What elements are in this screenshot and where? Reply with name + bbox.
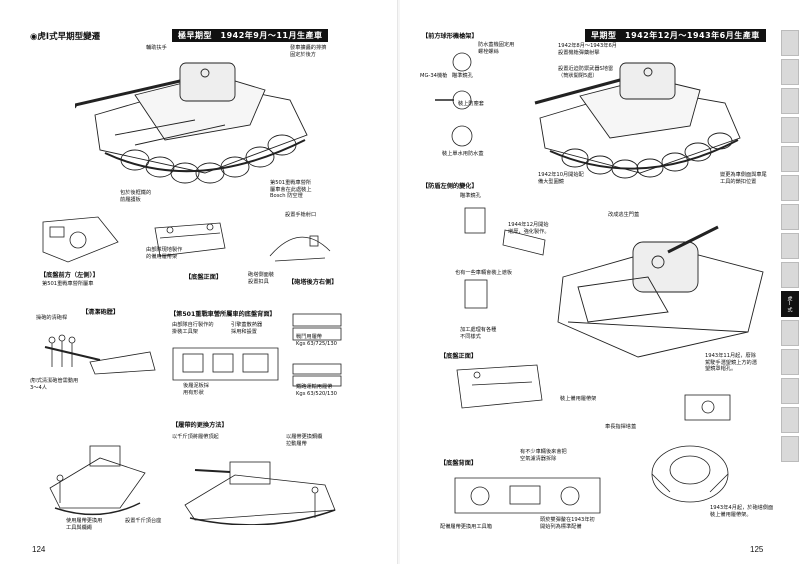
chapter-tab[interactable] <box>781 59 799 85</box>
caption-track-tool: 配備履帶更換用工具箱 <box>440 524 492 530</box>
sub-side-change: 【防盾左側的變化】 <box>422 183 478 190</box>
track-links-drawing <box>292 313 342 387</box>
caption-self-made: 由部隊自行製作的 掛裝工具架 <box>172 322 214 335</box>
caption-tool-note: 使用履帶更換用 工具與纜繩 <box>66 518 103 531</box>
tiger-early-production-drawing <box>534 62 741 179</box>
caption-mg-mount: 瞄準鏡孔 <box>452 73 473 79</box>
chapter-side-tabs: 虎Ⅰ式 <box>781 30 799 465</box>
cupola-drawing <box>651 445 729 503</box>
caption-jack-set: 設置千斤頂台座 <box>125 518 162 524</box>
tiger-top-view-drawing <box>557 225 764 358</box>
right-page-number: 125 <box>750 545 764 554</box>
sub-rear-deck: 【第501重戰車營所屬車的底盤背面】 <box>170 311 276 318</box>
turret-rear-detail-drawing <box>269 235 331 262</box>
rear-deck-drawing <box>172 347 279 381</box>
sub-turret-rear: 【砲塔後方右側】 <box>288 279 338 286</box>
caption-side-a: 也有一些車輛會裝上遮板 <box>455 270 513 276</box>
right-page: 【前方球形機槍架】 早期型 1942年12月～1943年6月生產車 防水蓋機固定… <box>400 0 799 564</box>
caption-apr-note: 1943年4月起，於砲塔側面 裝上備用履帶架。 <box>710 505 774 518</box>
mantlet-side-drawing <box>464 207 546 309</box>
chapter-tab[interactable] <box>781 30 799 56</box>
caption-engine-deck: 引擎蓋散熱器 採用和設置 <box>231 322 263 335</box>
caption-sight-hole: 瞄準鏡孔 <box>460 193 481 199</box>
chapter-tab[interactable] <box>781 204 799 230</box>
caption-side-rack: 砲塔側面裝 設置扣具 <box>248 272 274 285</box>
hull-rear-drawing <box>454 477 601 514</box>
chapter-tab[interactable] <box>781 436 799 462</box>
chapter-tab[interactable] <box>781 378 799 404</box>
sub-hull-rear: 【底盤背面】 <box>440 460 478 467</box>
caption-mg-shield: 裝上單水用防水蓋 <box>442 151 484 157</box>
chapter-tab[interactable] <box>781 88 799 114</box>
left-page: ◉虎Ⅰ式早期型變遷 極早期型 1942年9月～11月生產車 輔助扶手 發車擴醬的… <box>0 0 399 564</box>
ball-mount-details-drawing <box>435 52 473 147</box>
left-banner: 極早期型 1942年9月～11月生產車 <box>172 29 329 42</box>
chassis-left-detail-drawing <box>42 216 119 263</box>
caption-tool-change: 變更為車側面與車尾 工具的鎖扣位置 <box>720 172 767 185</box>
sub-chassis-front: 【底盤正面】 <box>185 274 223 281</box>
caption-gun-note2: 設置近迫防禦武器S地雷 （筒狀開閉5處） <box>558 66 614 79</box>
caption-rear-guard: 後履泥板採 用有形狀 <box>183 383 209 396</box>
caption-rear-note: 有不少車輛後來會把 空氣濾清器拆除 <box>520 449 567 462</box>
chapter-tab[interactable] <box>781 262 799 288</box>
sub-front-mg-mount: 【前方球形機槍架】 <box>422 33 478 40</box>
chapter-tab[interactable] <box>781 407 799 433</box>
caption-gun-note: 1942年8月～1943年6月 設置機槍彈藥射擊 <box>558 43 617 56</box>
sub-chassis-left-note: 第501重戰車營所屬車 <box>42 281 94 287</box>
caption-front-mudguard: 包於後框鐵的 前履護板 <box>120 190 152 203</box>
caption-cleaning-crew: 操砲的清砲桿 <box>36 315 68 321</box>
caption-track-a: 戰鬥用履帶 Kgs 63/725/130 <box>296 334 337 347</box>
chapter-tab[interactable] <box>781 233 799 259</box>
caption-nov-note: 1943年11月起，廢除 駕駛手潛望鏡上方的潛 望鏡罩帽孔。 <box>705 353 757 373</box>
chapter-tab[interactable] <box>781 175 799 201</box>
cleaning-crew-drawing <box>44 334 156 375</box>
caption-jack-hook: 以千斤頂將履帶頂起 <box>172 434 219 440</box>
caption-rear-note2: 頭菸雙彈釐在1943年初 開始列為標準配備 <box>540 517 595 530</box>
chapter-tab[interactable] <box>781 320 799 346</box>
caption-crew-note: 虎Ⅰ式清潔砲管需動用 3～4人 <box>30 378 79 391</box>
chapter-tab[interactable] <box>781 117 799 143</box>
caption-dust-cover: 防水蓋機固定用 螺栓螺絲 <box>478 42 515 55</box>
track-change-photo-drawing-b <box>184 461 336 525</box>
caption-muzzle-cover: 裝上防塵套 <box>458 101 484 107</box>
caption-track-b: 鐵路運輸用履帶 Kgs 63/520/130 <box>296 384 337 397</box>
sub-chassis-front-right: 【底盤正面】 <box>440 353 478 360</box>
track-change-photo-drawing-a <box>49 445 146 516</box>
caption-track-rack: 裝上備用履帶架 <box>560 396 597 402</box>
caption-late-note: 1944年12月開始 增厚，強化製作。 <box>508 222 550 235</box>
book-gutter <box>397 0 401 564</box>
left-page-number: 124 <box>32 545 46 554</box>
caption-engine-filter: 發車擴醬的排擠 固定於後方 <box>290 45 327 58</box>
caption-commander-cupola: 車長指揮塔蓋 <box>605 424 637 430</box>
caption-local-mod: 由部隊現地製作 的備用履帶架 <box>146 247 183 260</box>
sub-cleaning: 【清潔砲膛】 <box>82 309 120 316</box>
sub-track-change: 【履帶的更換方法】 <box>172 422 228 429</box>
caption-oct-change: 1942年10月開始配 備大型圓鏡 <box>538 172 584 185</box>
chapter-tab[interactable] <box>781 146 799 172</box>
caption-escape-hatch: 改成逃生門蓋 <box>608 212 640 218</box>
chapter-tab[interactable]: 虎Ⅰ式 <box>781 291 799 317</box>
caption-tow-note: 以履帶更換鋼纜 拉動履帶 <box>286 434 323 447</box>
caption-turret-rail: 輔助扶手 <box>146 45 167 51</box>
tiger-early-tank-drawing <box>75 62 308 184</box>
left-heading: ◉虎Ⅰ式早期型變遷 <box>30 32 101 42</box>
periscope-detail-drawing <box>684 394 731 421</box>
caption-machining: 加工處理有各種 不同樣式 <box>460 327 497 340</box>
caption-firing-port: 設置手槍射口 <box>285 212 317 218</box>
chapter-tab[interactable] <box>781 349 799 375</box>
caption-mg34: MG-34機槍 <box>420 73 448 79</box>
caption-bosch-light: 第501重戰車營所 屬車會在此處裝上 Bosch 防空燈 <box>270 180 312 200</box>
chassis-front-detail-drawing <box>154 222 226 257</box>
sub-chassis-left: 【底盤前方（左側）】 <box>40 272 99 279</box>
right-banner: 早期型 1942年12月～1943年6月生產車 <box>585 29 766 42</box>
chassis-front-right-drawing <box>456 364 543 409</box>
